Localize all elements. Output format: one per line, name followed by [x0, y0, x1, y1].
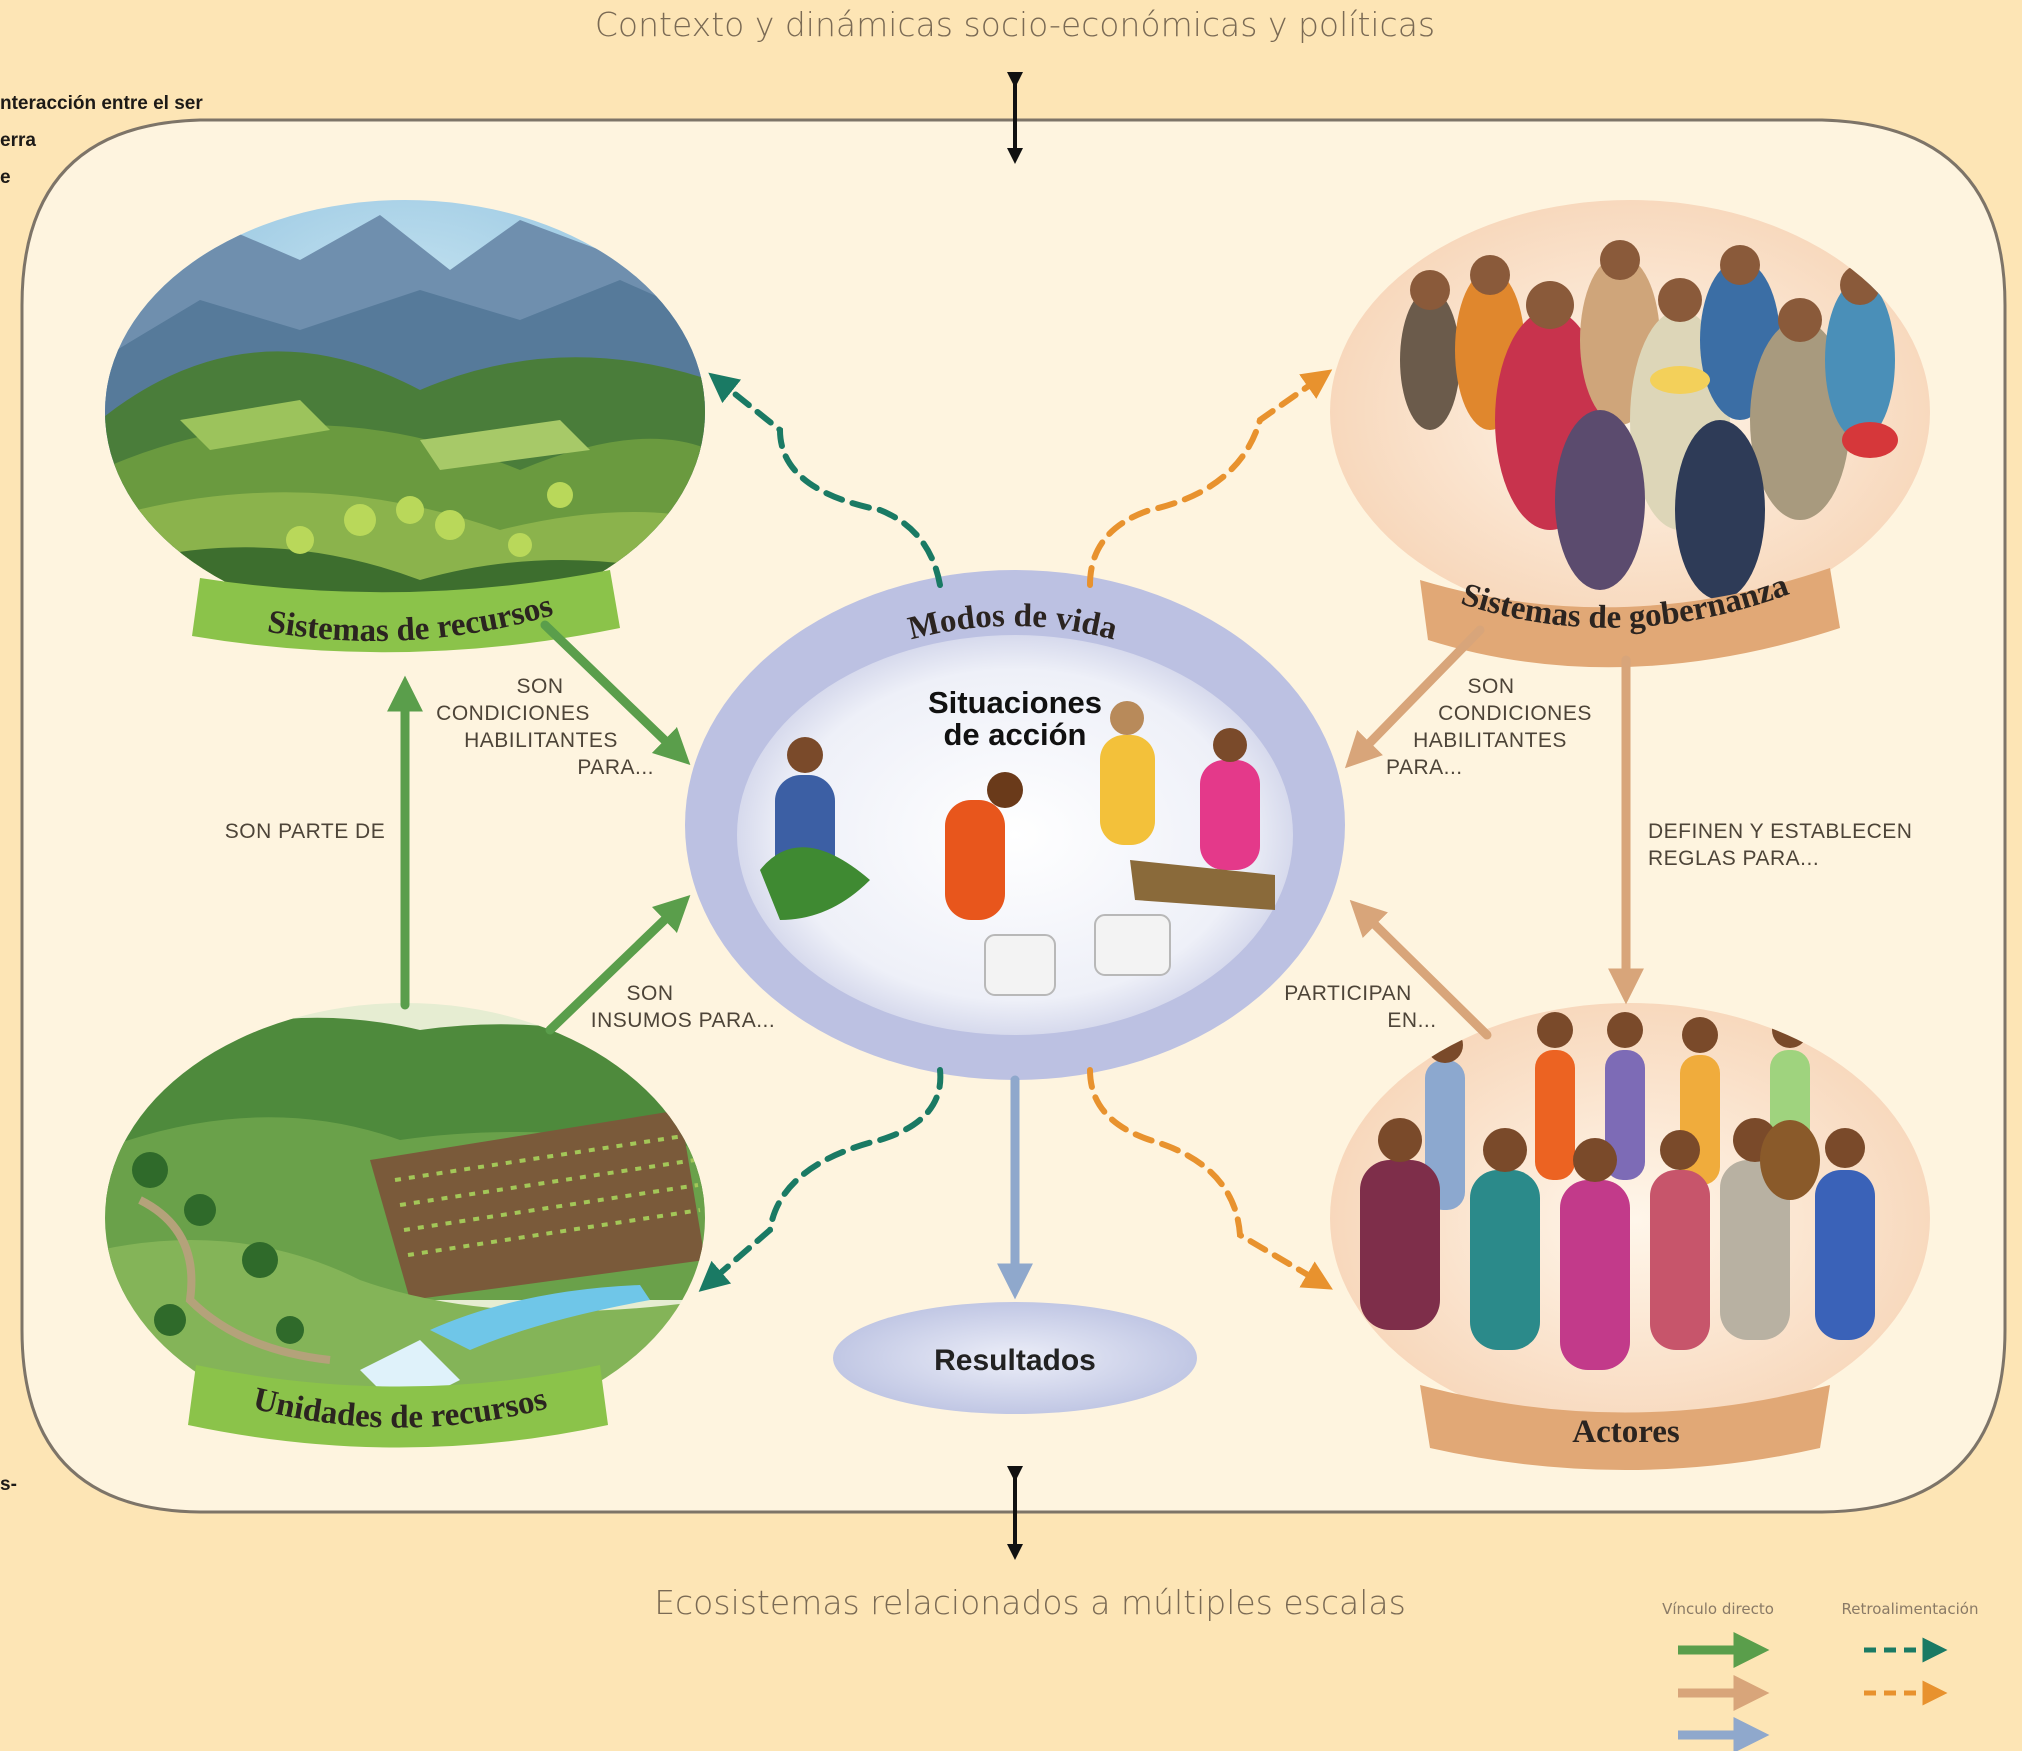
- side-caption-line-1: nteracción entre el ser: [0, 93, 203, 114]
- svg-text:HABILITANTES: HABILITANTES: [1413, 729, 1567, 752]
- caption-gov-enabling: SON CONDICIONES HABILITANTES PARA...: [1386, 675, 1592, 779]
- svg-text:HABILITANTES: HABILITANTES: [464, 729, 618, 752]
- feedback-to-rs: [708, 372, 943, 588]
- svg-text:DEFINEN Y ESTABLECEN: DEFINEN Y ESTABLECEN: [1648, 820, 1912, 843]
- governance-banner: [1420, 568, 1840, 668]
- svg-text:REGLAS PARA...: REGLAS PARA...: [1648, 847, 1819, 870]
- legend: Vínculo directo Retroalimentación: [1662, 1600, 1979, 1751]
- svg-text:INSUMOS PARA...: INSUMOS PARA...: [591, 1009, 775, 1032]
- side-caption-line-2: erra: [0, 130, 36, 151]
- resource-units-banner: [188, 1365, 608, 1448]
- direct-links: [387, 620, 1644, 1300]
- svg-text:PARA...: PARA...: [1386, 756, 1463, 779]
- action-situations-title-2: de acción: [944, 717, 1087, 752]
- svg-text:PARA...: PARA...: [577, 756, 654, 779]
- svg-text:CONDICIONES: CONDICIONES: [1438, 702, 1592, 725]
- feedback-to-ru: [698, 1067, 944, 1292]
- caption-participate: PARTICIPAN EN...: [1284, 982, 1436, 1032]
- side-caption-line-4: s-: [0, 1474, 17, 1495]
- action-situations-title-1: Situaciones: [928, 685, 1102, 720]
- svg-text:SON: SON: [1467, 675, 1514, 698]
- feedback-links: [698, 369, 1333, 1292]
- action-situations-illustration: [760, 701, 1275, 996]
- results-label: Resultados: [934, 1344, 1096, 1377]
- arrow-gov-to-center: [1344, 625, 1485, 769]
- caption-define-rules: DEFINEN Y ESTABLECEN REGLAS PARA...: [1648, 820, 1912, 870]
- results-node: [833, 1302, 1197, 1414]
- svg-text:SON: SON: [626, 982, 673, 1005]
- caption-part-of: SON PARTE DE: [225, 820, 385, 843]
- feedback-to-actors: [1087, 1067, 1333, 1290]
- feedback-to-gov: [1087, 369, 1333, 588]
- svg-text:EN...: EN...: [1387, 1009, 1436, 1032]
- governance-systems-illustration: [1330, 200, 1930, 624]
- svg-text:SON: SON: [516, 675, 563, 698]
- resource-systems-banner: [192, 570, 620, 653]
- bottom-ecosystem-label: Ecosistemas relacionados a múltiples esc…: [654, 1583, 1406, 1622]
- arrow-actors-to-center: [1349, 899, 1492, 1040]
- svg-text:CONDICIONES: CONDICIONES: [436, 702, 590, 725]
- resource-units-illustration: [105, 1003, 705, 1433]
- actors-banner: [1420, 1385, 1830, 1470]
- arrow-ru-to-center: [545, 895, 691, 1035]
- actors-label: Actores: [1572, 1414, 1680, 1450]
- side-caption-line-3: e: [0, 167, 11, 188]
- caption-inputs: SON INSUMOS PARA...: [591, 982, 775, 1032]
- legend-direct-link-label: Vínculo directo: [1662, 1600, 1774, 1618]
- legend-feedback-label: Retroalimentación: [1842, 1600, 1979, 1618]
- svg-text:PARTICIPAN: PARTICIPAN: [1284, 982, 1412, 1005]
- top-context-label: Contexto y dinámicas socio-económicas y …: [595, 5, 1435, 44]
- arrow-rs-to-center: [540, 620, 691, 765]
- caption-rs-enabling: SON CONDICIONES HABILITANTES PARA...: [436, 675, 654, 779]
